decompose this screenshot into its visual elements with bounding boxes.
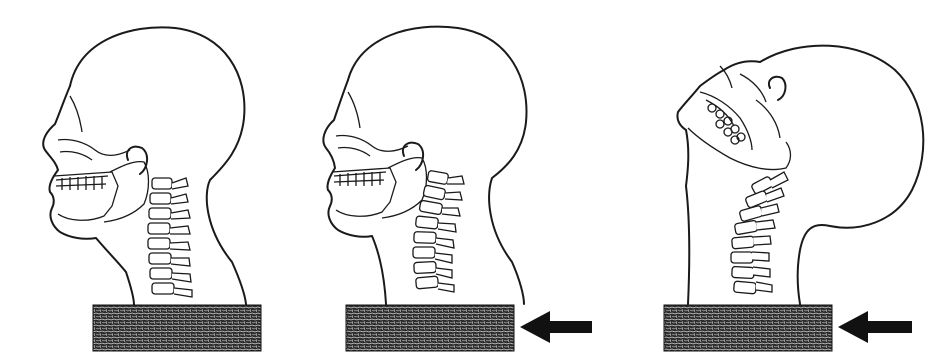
skull-details bbox=[332, 92, 427, 218]
panel-retraction bbox=[323, 27, 592, 351]
panel-neutral bbox=[43, 27, 261, 351]
head-outline bbox=[43, 27, 246, 305]
panel-extension bbox=[664, 46, 923, 351]
cervical-spine bbox=[148, 178, 192, 297]
support-block bbox=[664, 305, 832, 351]
support-block bbox=[346, 305, 514, 351]
head-outline bbox=[677, 46, 923, 304]
support-block bbox=[93, 305, 261, 351]
cervical-spine bbox=[413, 170, 464, 292]
force-arrow-icon bbox=[520, 311, 592, 343]
skull-details bbox=[688, 66, 791, 170]
cervical-spine bbox=[731, 172, 788, 294]
skull-details bbox=[54, 96, 149, 222]
force-arrow-icon bbox=[838, 311, 912, 343]
